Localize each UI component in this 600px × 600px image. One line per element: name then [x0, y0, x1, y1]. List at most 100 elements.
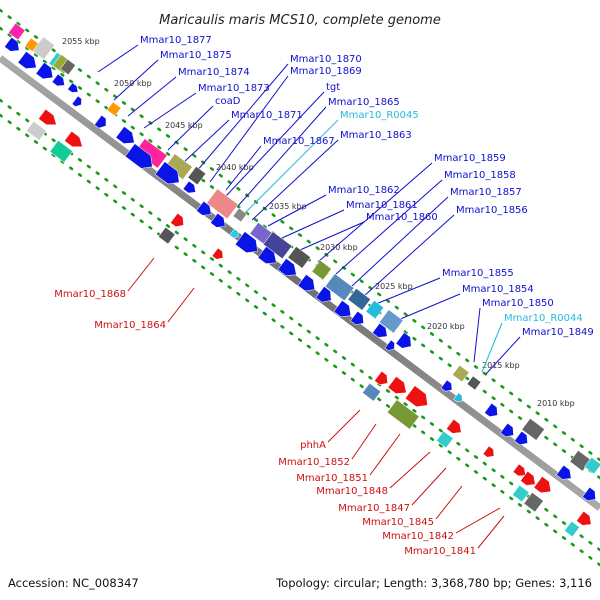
- gene-label: Mmar10_1852: [278, 457, 350, 468]
- label-connector: [351, 196, 449, 287]
- gene-label: Mmar10_1869: [290, 66, 362, 77]
- label-connector: [183, 119, 230, 163]
- forward-gene-arrow: [297, 274, 316, 292]
- forward-gene-arrow: [500, 422, 514, 438]
- label-connector: [369, 433, 401, 476]
- gene-label: Mmar10_1857: [450, 187, 522, 198]
- gene-label: Mmar10_1842: [382, 531, 454, 542]
- forward-gene-arrow: [115, 126, 135, 144]
- gene-box: [106, 101, 122, 117]
- label-connector: [455, 507, 501, 534]
- gene-box: [466, 375, 482, 391]
- reverse-gene-arrow: [482, 445, 495, 458]
- gene-box: [512, 484, 530, 503]
- label-connector: [435, 485, 463, 520]
- forward-gene-arrow: [4, 36, 20, 52]
- gene-box: [8, 22, 26, 41]
- gene-box: [26, 120, 47, 141]
- gene-box: [60, 58, 76, 76]
- forward-gene-arrow: [67, 82, 79, 93]
- gene-box: [362, 382, 382, 402]
- scale-tick-label: 2040 kbp: [216, 163, 254, 172]
- gene-features: [4, 22, 600, 538]
- label-connector: [167, 105, 214, 151]
- gene-label: coaD: [215, 96, 241, 107]
- forward-gene-arrow: [453, 392, 463, 403]
- gene-label: Mmar10_1859: [434, 153, 506, 164]
- gene-box: [347, 288, 371, 311]
- reverse-gene-arrow: [64, 130, 83, 148]
- scale-tick-label: 2025 kbp: [375, 282, 413, 291]
- reverse-gene-arrow: [404, 385, 428, 408]
- label-connector: [363, 214, 455, 297]
- reverse-gene-arrow: [576, 510, 592, 526]
- gene-label: Mmar10_R0044: [504, 313, 583, 324]
- label-connector: [477, 515, 505, 549]
- scale-guide-line: [0, 98, 600, 552]
- gene-label: Mmar10_1850: [482, 298, 554, 309]
- gene-label: Mmar10_1851: [296, 473, 368, 484]
- forward-gene-arrow: [124, 143, 153, 169]
- gene-label: Mmar10_1863: [340, 130, 412, 141]
- gene-box: [452, 364, 470, 383]
- forward-gene-arrow: [315, 286, 332, 303]
- label-connector: [267, 194, 327, 227]
- forward-gene-arrow: [440, 379, 453, 392]
- forward-gene-arrow: [94, 114, 107, 129]
- gene-box: [287, 246, 311, 269]
- gene-label: Mmar10_1874: [178, 67, 250, 78]
- gene-box: [436, 430, 454, 449]
- gene-label: Mmar10_1870: [290, 54, 362, 65]
- forward-gene-arrow: [484, 402, 498, 418]
- forward-gene-arrow: [395, 332, 412, 349]
- gene-label: Mmar10_1871: [231, 110, 303, 121]
- gene-label: Mmar10_1868: [54, 289, 126, 300]
- label-connector: [317, 162, 433, 263]
- scale-tick-label: 2035 kbp: [269, 202, 307, 211]
- label-connector: [251, 139, 339, 221]
- label-connector: [281, 209, 345, 239]
- gene-box: [324, 273, 355, 302]
- label-connector: [351, 423, 377, 460]
- gene-label: Mmar10_1848: [316, 486, 388, 497]
- reverse-gene-arrow: [520, 470, 536, 486]
- gene-box: [232, 207, 248, 223]
- scale-tick-label: 2015 kbp: [482, 361, 520, 370]
- topology-text: Topology: circular; Length: 3,368,780 bp…: [275, 576, 592, 590]
- label-connector: [299, 221, 365, 251]
- gene-box: [32, 36, 55, 60]
- gene-box: [378, 309, 404, 334]
- gene-label: Mmar10_1845: [362, 517, 434, 528]
- label-connector: [389, 451, 431, 489]
- gene-label: Mmar10_1856: [456, 205, 528, 216]
- forward-gene-arrow: [234, 231, 258, 254]
- gene-box: [564, 520, 580, 538]
- label-connector: [327, 409, 361, 443]
- gene-box: [365, 300, 385, 320]
- reverse-gene-arrow: [533, 476, 552, 494]
- forward-gene-arrow: [210, 212, 226, 228]
- scale-tick-label: 2055 kbp: [62, 37, 100, 46]
- forward-gene-arrow: [51, 73, 65, 87]
- label-connector: [127, 257, 155, 292]
- label-connector: [167, 287, 195, 323]
- gene-label: Mmar10_1877: [140, 35, 212, 46]
- reverse-gene-arrow: [374, 370, 388, 386]
- scale-guide-line: [0, 8, 600, 462]
- gene-label: Mmar10_1858: [444, 170, 516, 181]
- forward-gene-arrow: [257, 246, 277, 264]
- forward-gene-arrow: [333, 300, 352, 318]
- gene-label: Mmar10_1864: [94, 320, 166, 331]
- gene-box: [521, 418, 545, 441]
- gene-box: [49, 140, 73, 163]
- forward-gene-arrow: [514, 430, 528, 446]
- forward-gene-arrow: [71, 95, 82, 107]
- gene-label: Mmar10_1855: [442, 268, 514, 279]
- label-connector: [237, 106, 327, 207]
- label-connector: [375, 277, 441, 305]
- label-connector: [485, 336, 521, 375]
- label-connector: [411, 467, 447, 506]
- forward-gene-arrow: [154, 161, 180, 185]
